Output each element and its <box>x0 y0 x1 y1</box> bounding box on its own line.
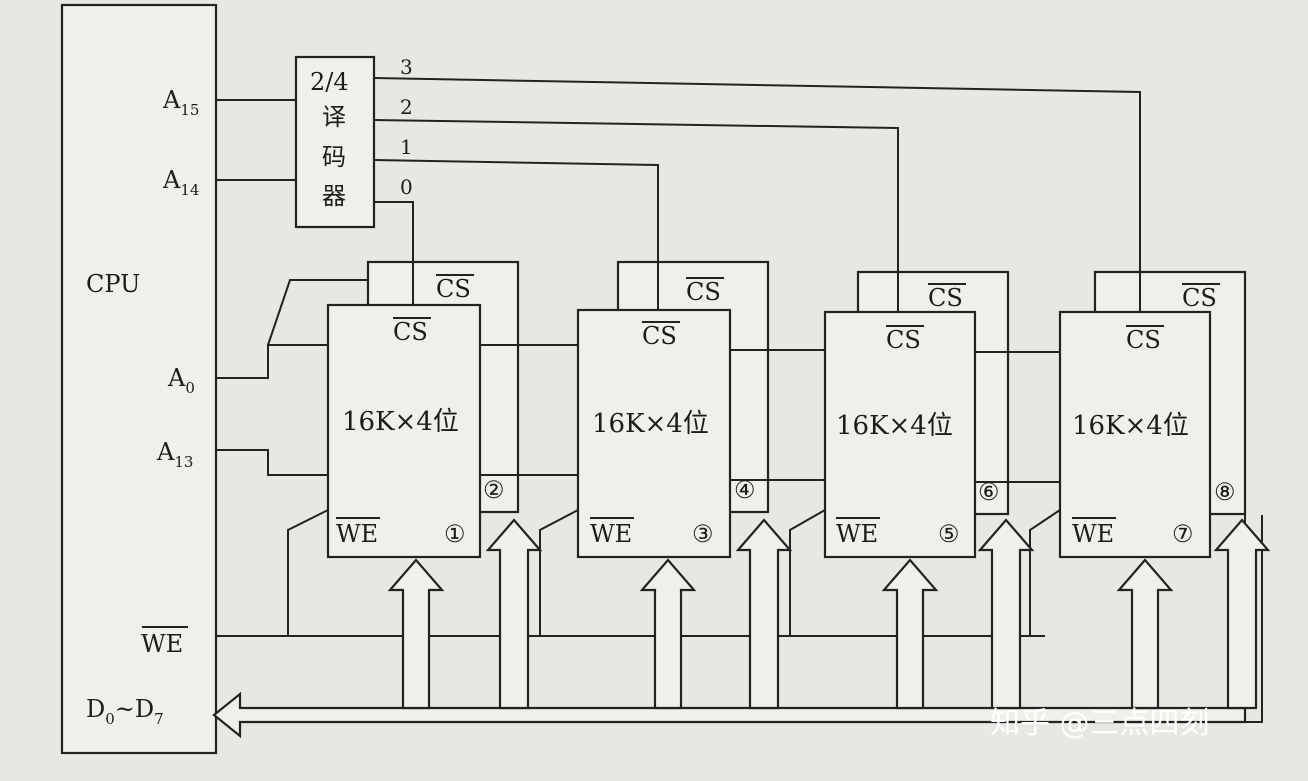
chip-front-2 <box>576 308 732 559</box>
chip-capacity: 16K×4位 <box>836 411 953 441</box>
svg-text:A0: A0 <box>167 364 195 397</box>
chip-pair-3: CS CS 16K×4位 WE ⑤ ⑥ <box>836 283 1000 548</box>
decoder-outputs: 3 2 1 0 <box>400 55 413 199</box>
decoder-block <box>294 55 376 229</box>
svg-text:A14: A14 <box>162 166 199 199</box>
chip-index: ⑥ <box>978 478 1000 506</box>
chip-index: ① <box>444 520 466 548</box>
svg-text:D0~D7: D0~D7 <box>86 695 164 728</box>
chip-front-4 <box>1058 310 1212 559</box>
svg-text:1: 1 <box>400 135 413 159</box>
chip-pair-4: CS CS 16K×4位 WE ⑦ ⑧ <box>1072 283 1236 548</box>
chip-we-label: WE <box>336 520 378 548</box>
cs-lines <box>412 262 1141 312</box>
chip-pair-2: CS CS 16K×4位 WE ③ ④ <box>590 277 756 548</box>
front-chips <box>326 303 1212 559</box>
chip-cs-label: CS <box>393 318 428 346</box>
chip-capacity: 16K×4位 <box>1072 411 1189 441</box>
chip-front-1 <box>326 303 482 559</box>
chip-we-label: WE <box>590 520 632 548</box>
svg-text:3: 3 <box>400 55 413 79</box>
svg-text:码: 码 <box>322 143 346 171</box>
chip-cs-label: CS <box>886 326 921 354</box>
cpu-pin-a14: A14 <box>162 166 199 199</box>
svg-text:器: 器 <box>322 182 346 210</box>
chip-index: ⑤ <box>938 520 960 548</box>
svg-text:WE: WE <box>141 630 183 658</box>
chip-index: ④ <box>734 476 756 504</box>
svg-text:2/4: 2/4 <box>310 68 349 96</box>
pair-cs-label: CS <box>1182 284 1217 312</box>
pair-cs-label: CS <box>928 284 963 312</box>
data-arrows <box>387 518 1271 710</box>
cpu-pin-we: WE <box>141 626 188 658</box>
chip-front-3 <box>823 310 977 559</box>
cpu-title: CPU <box>86 270 140 298</box>
svg-text:A15: A15 <box>162 86 199 119</box>
svg-text:A13: A13 <box>156 438 193 471</box>
chip-cs-label: CS <box>642 322 677 350</box>
cpu-pin-a15: A15 <box>162 86 199 119</box>
svg-text:0: 0 <box>400 175 413 199</box>
cpu-block <box>60 3 218 755</box>
svg-text:2: 2 <box>400 95 413 119</box>
chip-index: ⑧ <box>1214 478 1236 506</box>
pair-cs-label: CS <box>686 278 721 306</box>
chip-index: ③ <box>692 520 714 548</box>
cpu-pin-a13: A13 <box>156 438 193 471</box>
pair-cs-label: CS <box>436 275 471 303</box>
watermark: 知乎 @三点四刻 <box>990 706 1210 741</box>
chip-capacity: 16K×4位 <box>592 409 709 439</box>
svg-text:译: 译 <box>322 103 346 131</box>
chip-we-label: WE <box>836 520 878 548</box>
chip-capacity: 16K×4位 <box>342 407 459 437</box>
chip-cs-label: CS <box>1126 326 1161 354</box>
decoder-label: 2/4 译 码 器 <box>310 68 349 210</box>
cpu-data-arrow <box>212 691 1247 739</box>
cpu-pin-data: D0~D7 <box>86 695 164 728</box>
chip-we-label: WE <box>1072 520 1114 548</box>
chip-index: ⑦ <box>1172 520 1194 548</box>
cpu-pin-a0: A0 <box>167 364 195 397</box>
chip-pair-1: CS CS 16K×4位 WE ① ② <box>336 274 505 548</box>
chip-index: ② <box>483 476 505 504</box>
